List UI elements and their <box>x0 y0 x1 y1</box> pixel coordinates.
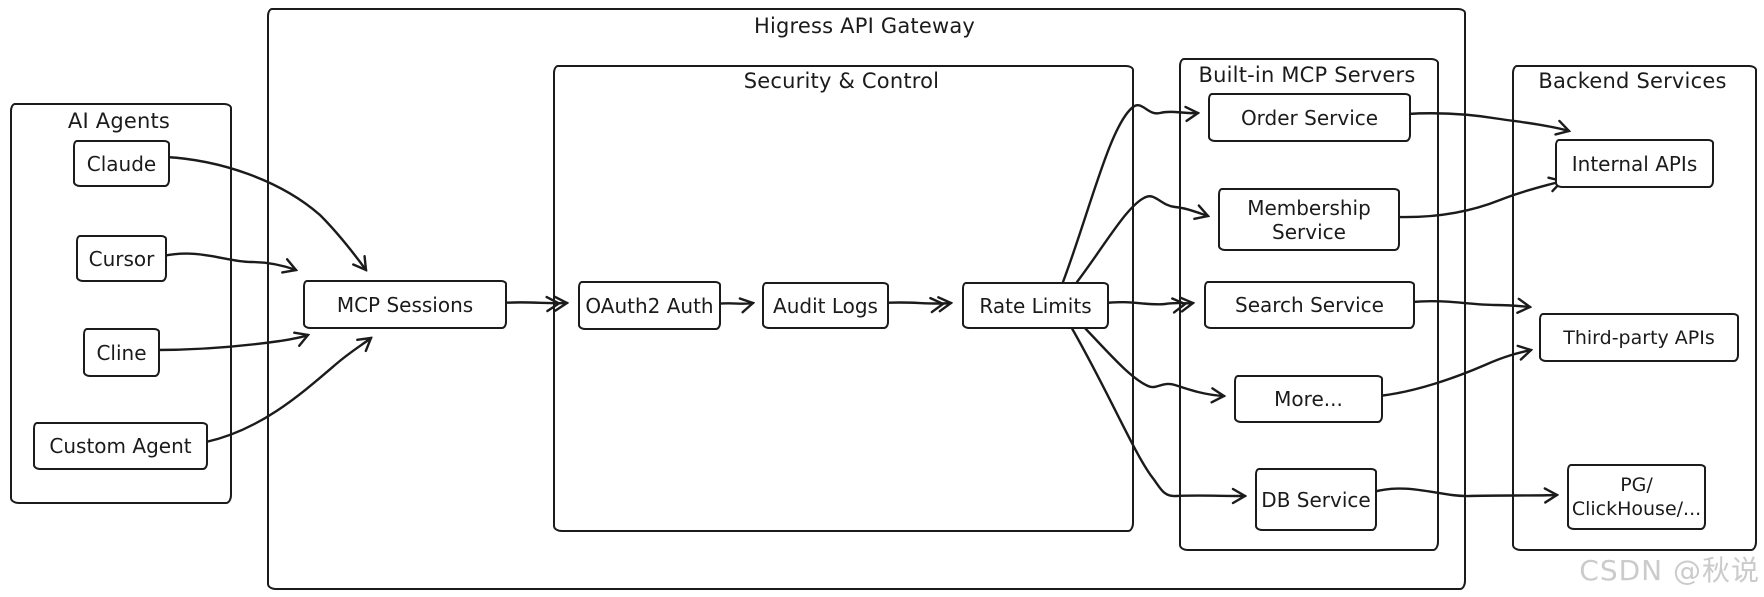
node-more: More... <box>1234 375 1383 423</box>
node-oauth2-auth: OAuth2 Auth <box>578 281 721 330</box>
ai-agents-box <box>10 103 232 504</box>
node-order-service: Order Service <box>1208 93 1411 142</box>
edge-rate-limits-to-membership-service <box>1075 195 1208 284</box>
edge-more-to-third-party-apis <box>1377 350 1531 398</box>
backend-services-box <box>1512 65 1757 551</box>
edge-search-service-to-third-party-apis <box>1410 301 1530 307</box>
node-third-party-apis: Third-party APIs <box>1539 313 1739 362</box>
edge-rate-limits-to-db-service <box>1068 323 1245 496</box>
node-membership-service: Membership Service <box>1218 188 1400 251</box>
backend-services-title: Backend Services <box>1538 69 1727 93</box>
edge-mcp-sessions-to-oauth2 <box>501 302 567 303</box>
gateway-title: Higress API Gateway <box>753 14 976 38</box>
edge-rate-limits-to-more <box>1080 323 1224 396</box>
edge-custom-agent-to-mcp-sessions <box>204 338 371 444</box>
edge-order-service-to-internal-apis <box>1405 112 1569 131</box>
security-control-title: Security & Control <box>743 69 940 93</box>
node-audit-logs: Audit Logs <box>762 282 889 329</box>
node-search-service: Search Service <box>1204 281 1415 329</box>
edge-audit-logs-to-rate-limits <box>883 302 951 303</box>
edge-cursor-to-mcp-sessions <box>161 252 296 270</box>
node-claude: Claude <box>73 140 170 187</box>
edge-db-service-to-pg-clickhouse <box>1371 489 1557 497</box>
edge-claude-to-mcp-sessions <box>164 155 366 270</box>
edge-oauth2-to-audit-logs <box>715 303 753 304</box>
edge-cline-to-mcp-sessions <box>154 335 308 352</box>
edge-rate-limits-to-order-service <box>1061 104 1198 284</box>
node-custom-agent: Custom Agent <box>33 422 208 470</box>
edge-membership-service-to-internal-apis <box>1395 181 1562 219</box>
watermark: CSDN @秋说 <box>1579 554 1760 587</box>
builtin-mcp-servers-title: Built-in MCP Servers <box>1198 63 1416 87</box>
node-cursor: Cursor <box>76 235 167 282</box>
ai-agents-title: AI Agents <box>67 109 171 133</box>
edge-rate-limits-to-search-service <box>1103 302 1193 304</box>
node-mcp-sessions: MCP Sessions <box>303 280 507 329</box>
node-cline: Cline <box>83 328 160 377</box>
higress-gateway-box <box>267 8 1466 590</box>
node-rate-limits: Rate Limits <box>962 282 1109 329</box>
node-pg-clickhouse: PG/ ClickHouse/... <box>1567 464 1706 530</box>
node-db-service: DB Service <box>1255 468 1377 531</box>
node-internal-apis: Internal APIs <box>1555 139 1714 188</box>
